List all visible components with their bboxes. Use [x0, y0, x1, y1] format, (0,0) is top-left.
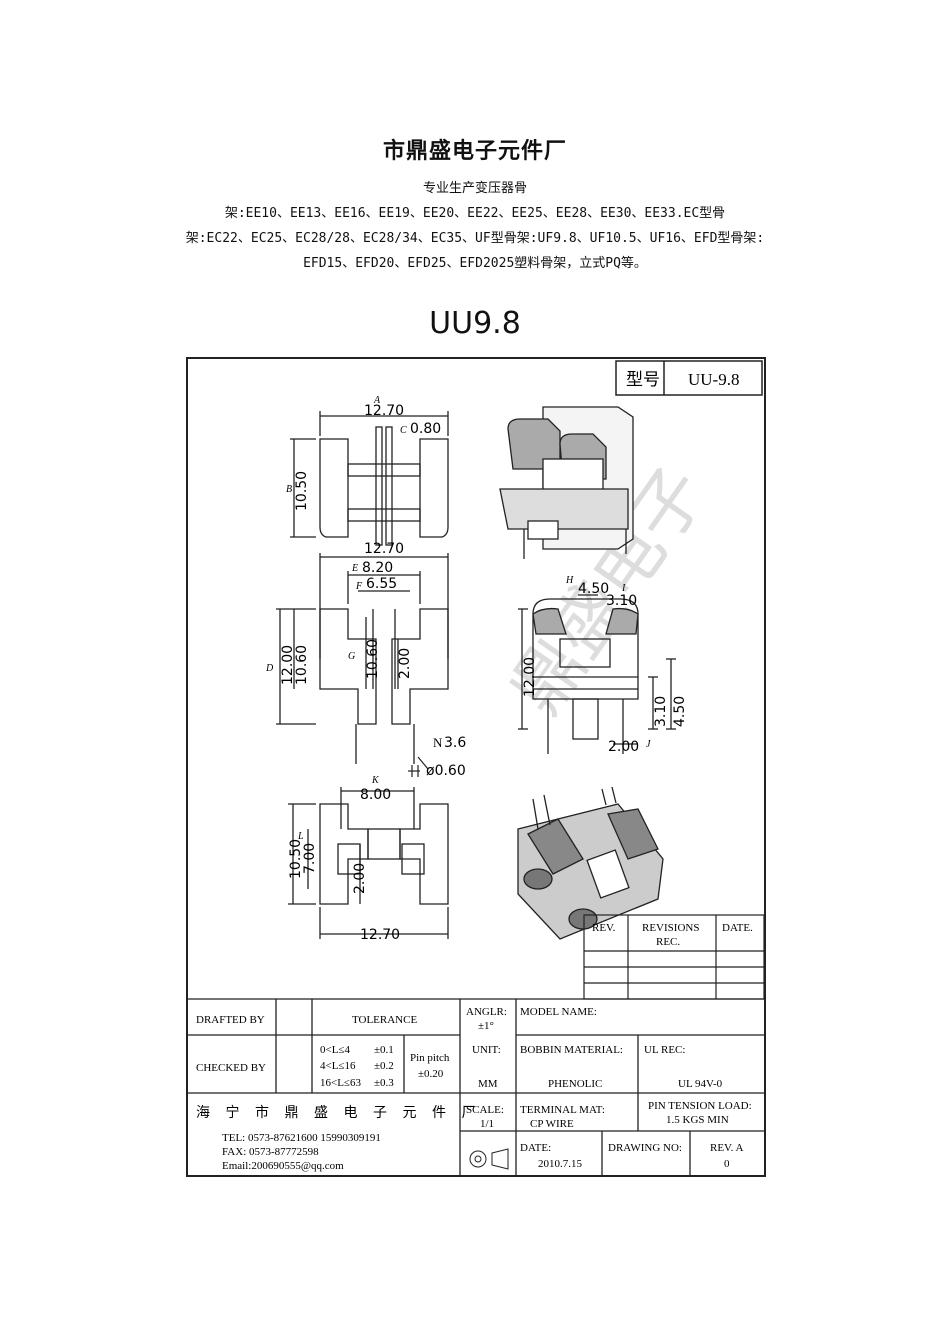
company-fax: FAX: 0573-87772598 — [222, 1146, 319, 1158]
dim-n: 3.6 — [444, 735, 466, 751]
technical-drawing-sheet: 鼎盛电子 型号 UU-9.8 12.70 A 0.80 C 10.50 B — [186, 357, 766, 1177]
type-label: 型号 — [626, 370, 660, 389]
dim-a: 12.70 — [364, 403, 404, 419]
tol-val-2: ±0.2 — [374, 1060, 394, 1072]
front-view — [290, 411, 449, 546]
tol-val-1: ±0.1 — [374, 1044, 394, 1056]
rev-value: 0 — [724, 1158, 730, 1170]
pin-pitch-label: Pin pitch — [410, 1052, 450, 1064]
terminal-mat-label: TERMINAL MAT: — [520, 1104, 605, 1116]
model-name-label: MODEL NAME: — [520, 1006, 597, 1018]
ul-rec-value: UL 94V-0 — [678, 1078, 723, 1090]
isometric-view-bottom — [517, 786, 664, 940]
pin-detail — [408, 756, 429, 777]
unit-label: UNIT: — [472, 1044, 501, 1056]
dim-l2: 7.00 — [302, 843, 318, 874]
company-tel: TEL: 0573-87621600 15990309191 — [222, 1132, 381, 1144]
scale-value: 1/1 — [480, 1118, 494, 1130]
type-box: 型号 UU-9.8 — [615, 360, 763, 396]
tol-val-3: ±0.3 — [374, 1077, 394, 1089]
scale-label: SCALE: — [466, 1104, 504, 1116]
desc-line: 专业生产变压器骨 — [422, 181, 527, 196]
bobbin-material-label: BOBBIN MATERIAL: — [520, 1044, 623, 1056]
model-title: UU9.8 — [429, 306, 521, 341]
unit-value: MM — [478, 1078, 498, 1090]
revisions-header: REVISIONS — [642, 922, 699, 934]
letter-i: I — [621, 583, 626, 594]
dim-g: 10.60 — [365, 639, 381, 679]
letter-g: G — [348, 651, 355, 662]
letter-d: D — [265, 663, 274, 674]
letter-b: B — [286, 484, 292, 495]
company-email: Email:200690555@qq.com — [222, 1160, 344, 1172]
pin-pitch-value: ±0.20 — [418, 1068, 444, 1080]
dim-i2: 3.10 — [653, 696, 669, 727]
bobbin-material-value: PHENOLIC — [548, 1078, 602, 1090]
dim-g2: 2.00 — [397, 648, 413, 679]
letter-e: E — [351, 563, 358, 574]
letter-l: L — [297, 831, 304, 842]
drawing-svg: 鼎盛电子 型号 UU-9.8 12.70 A 0.80 C 10.50 B — [188, 360, 765, 1175]
dim-j: 2.00 — [608, 739, 639, 755]
drawing-no-label: DRAWING NO: — [608, 1142, 682, 1154]
dim-a2: 12.70 — [364, 541, 404, 557]
rev-label: REV. A — [710, 1142, 743, 1154]
isometric-view-top — [499, 406, 634, 559]
ul-rec-label: UL REC: — [644, 1044, 685, 1056]
dim-d1: 12.00 — [280, 645, 296, 685]
date-value: 2010.7.15 — [538, 1158, 583, 1170]
letter-c: C — [400, 425, 407, 436]
desc-line: EFD15、EFD20、EFD25、EFD2025塑料骨架，立式PQ等。 — [303, 256, 647, 271]
company-name-cn: 海 宁 市 鼎 盛 电 子 元 件 厂 — [196, 1104, 482, 1121]
dim-i3: 4.50 — [672, 696, 688, 727]
letter-a: A — [373, 395, 381, 406]
dim-k: 8.00 — [360, 787, 391, 803]
letter-f: F — [355, 581, 363, 592]
type-value: UU-9.8 — [688, 370, 739, 389]
dim-b: 10.50 — [294, 471, 310, 511]
dim-pin: ø0.60 — [426, 763, 466, 779]
terminal-mat-value: CP WIRE — [530, 1118, 574, 1130]
anglr-value: ±1° — [478, 1020, 494, 1032]
dim-d2: 10.60 — [294, 645, 310, 685]
company-title: 市鼎盛电子元件厂 — [382, 138, 567, 164]
pin-tension-value: 1.5 KGS MIN — [666, 1114, 729, 1126]
date-label: DATE: — [520, 1142, 551, 1154]
dim-l3: 2.00 — [352, 863, 368, 894]
projection-symbol-icon — [469, 1148, 509, 1170]
dim-bottom: 12.70 — [360, 927, 400, 943]
dim-h: 4.50 — [578, 581, 609, 597]
rev-header: REV. — [592, 922, 616, 934]
tolerance-label: TOLERANCE — [352, 1014, 417, 1026]
dim-i: 3.10 — [606, 593, 637, 609]
drafted-by-label: DRAFTED BY — [196, 1014, 265, 1026]
tol-range-3: 16<L≤63 — [320, 1077, 361, 1089]
dim-f: 6.55 — [366, 576, 397, 592]
product-description: 专业生产变压器骨 架:EE10、EE13、EE16、EE19、EE20、EE22… — [130, 176, 820, 276]
tol-range-1: 0<L≤4 — [320, 1044, 350, 1056]
title-block — [188, 998, 764, 1175]
letter-n: N — [433, 735, 443, 750]
anglr-label: ANGLR: — [466, 1006, 507, 1018]
date-header: DATE. — [722, 922, 753, 934]
pin-tension-label: PIN TENSION LOAD: — [648, 1100, 752, 1112]
checked-by-label: CHECKED BY — [196, 1062, 266, 1074]
dim-h2: 12.00 — [522, 657, 538, 697]
letter-j: J — [646, 739, 651, 750]
letter-h: H — [565, 575, 574, 586]
dim-l1: 10.50 — [288, 839, 304, 879]
tol-range-2: 4<L≤16 — [320, 1060, 356, 1072]
side-view — [276, 553, 449, 764]
letter-k: K — [371, 775, 380, 786]
end-view — [518, 594, 676, 754]
desc-line: 架:EE10、EE13、EE16、EE19、EE20、EE22、EE25、EE2… — [224, 206, 726, 221]
dim-e: 8.20 — [362, 560, 393, 576]
dim-c: 0.80 — [410, 421, 441, 437]
rec-header: REC. — [656, 936, 680, 948]
desc-line: 架:EC22、EC25、EC28/28、EC28/34、EC35、UF型骨架:U… — [185, 231, 765, 246]
bottom-view — [288, 787, 449, 939]
